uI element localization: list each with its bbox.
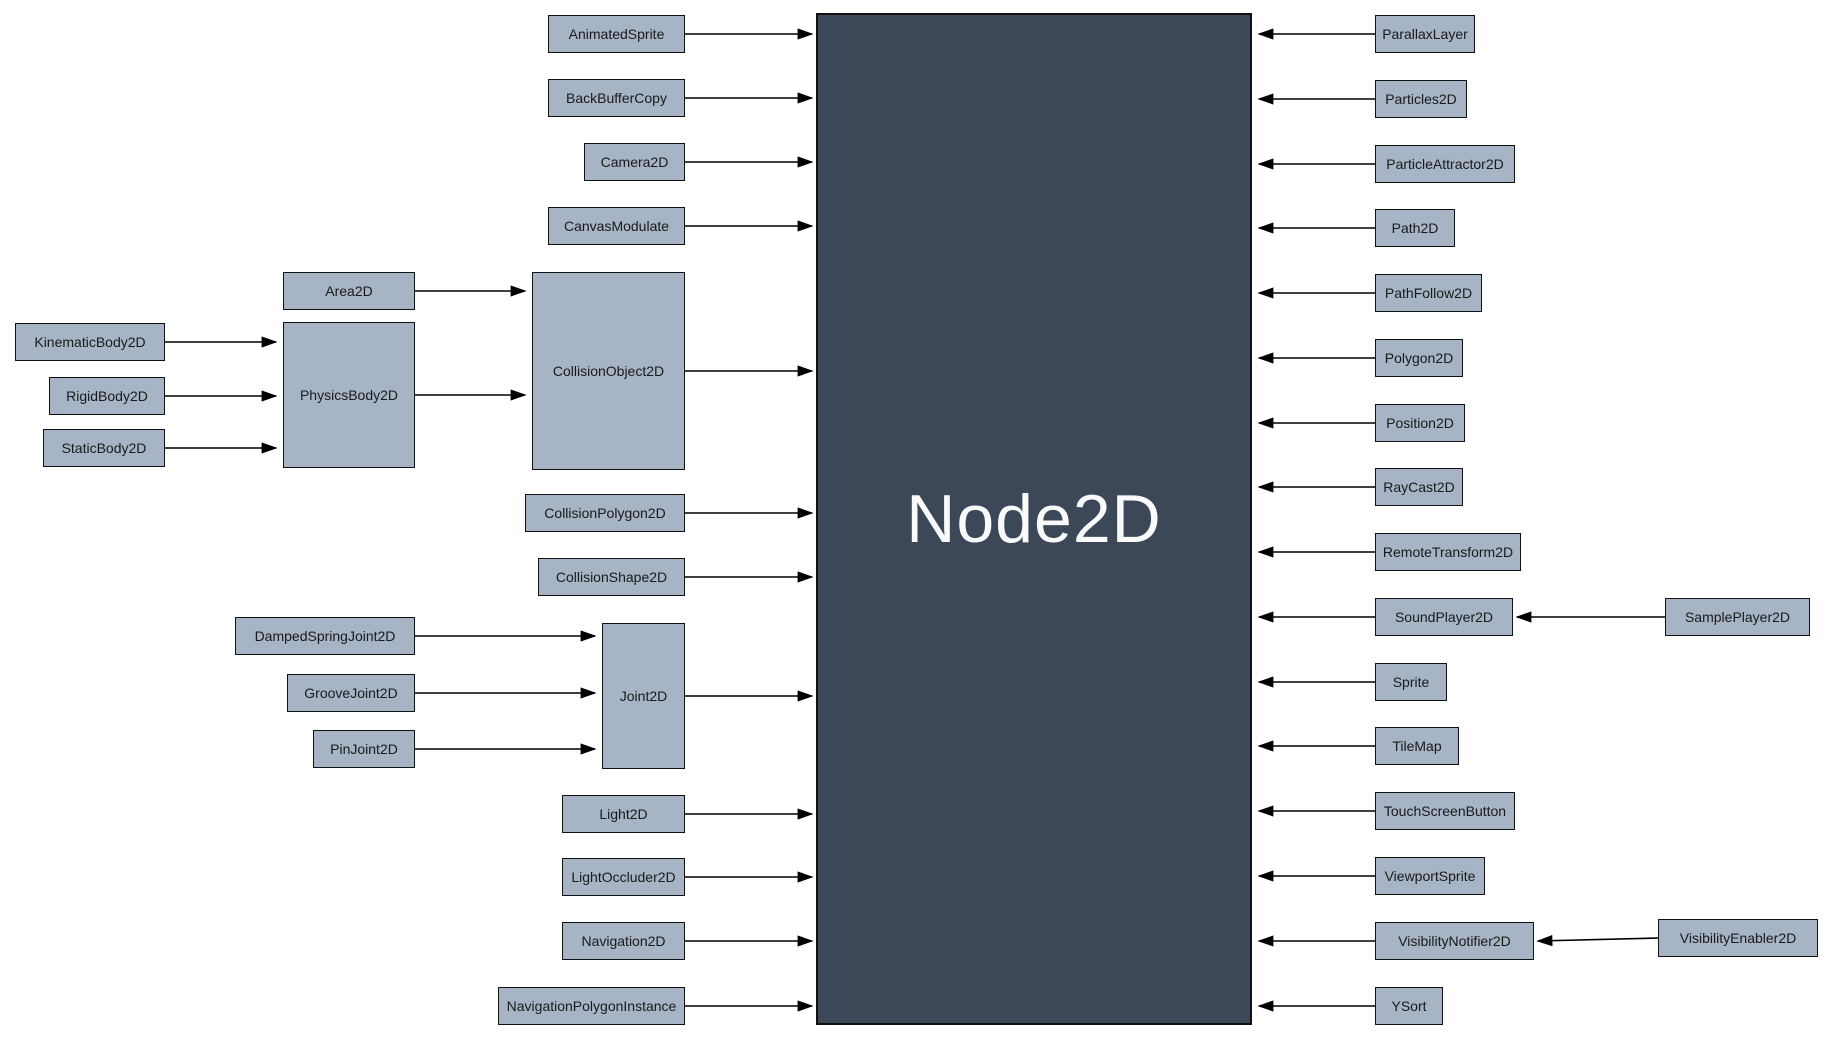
node-sprite[interactable]: Sprite bbox=[1375, 663, 1447, 701]
node-visibilityenabler2d[interactable]: VisibilityEnabler2D bbox=[1658, 919, 1818, 957]
node-navigation2d[interactable]: Navigation2D bbox=[562, 922, 685, 960]
node-node2d: Node2D bbox=[816, 13, 1252, 1025]
node-lightoccluder2d[interactable]: LightOccluder2D bbox=[562, 858, 685, 896]
node-rigidbody2d[interactable]: RigidBody2D bbox=[49, 377, 165, 415]
node-particleattractor2d[interactable]: ParticleAttractor2D bbox=[1375, 145, 1515, 183]
node-canvasmodulate[interactable]: CanvasModulate bbox=[548, 207, 685, 245]
node-raycast2d[interactable]: RayCast2D bbox=[1375, 468, 1463, 506]
node-visibilitynotifier2d[interactable]: VisibilityNotifier2D bbox=[1375, 922, 1534, 960]
node-pinjoint2d[interactable]: PinJoint2D bbox=[313, 730, 415, 768]
node-kinematicbody2d[interactable]: KinematicBody2D bbox=[15, 323, 165, 361]
node-ysort[interactable]: YSort bbox=[1375, 987, 1443, 1025]
node-sampleplayer2d[interactable]: SamplePlayer2D bbox=[1665, 598, 1810, 636]
node-remotetransform2d[interactable]: RemoteTransform2D bbox=[1375, 533, 1521, 571]
node-position2d[interactable]: Position2D bbox=[1375, 404, 1465, 442]
node-soundplayer2d[interactable]: SoundPlayer2D bbox=[1375, 598, 1513, 636]
node-animatedsprite[interactable]: AnimatedSprite bbox=[548, 15, 685, 53]
node-parallaxlayer[interactable]: ParallaxLayer bbox=[1375, 15, 1475, 53]
node-navigationpolygoninstance[interactable]: NavigationPolygonInstance bbox=[498, 987, 685, 1025]
node-light2d[interactable]: Light2D bbox=[562, 795, 685, 833]
node-path2d[interactable]: Path2D bbox=[1375, 209, 1455, 247]
node-pathfollow2d[interactable]: PathFollow2D bbox=[1375, 274, 1482, 312]
node-viewportsprite[interactable]: ViewportSprite bbox=[1375, 857, 1485, 895]
edge-visibilityenabler2d-visibilitynotifier2d bbox=[1536, 935, 1659, 947]
node-area2d[interactable]: Area2D bbox=[283, 272, 415, 310]
node-collisionpolygon2d[interactable]: CollisionPolygon2D bbox=[525, 494, 685, 532]
node2d-title: Node2D bbox=[906, 481, 1162, 557]
node-touchscreenbutton[interactable]: TouchScreenButton bbox=[1375, 792, 1515, 830]
node-collisionobject2d[interactable]: CollisionObject2D bbox=[532, 272, 685, 470]
node-camera2d[interactable]: Camera2D bbox=[584, 143, 685, 181]
node-physicsbody2d[interactable]: PhysicsBody2D bbox=[283, 322, 415, 468]
node-particles2d[interactable]: Particles2D bbox=[1375, 80, 1467, 118]
node-tilemap[interactable]: TileMap bbox=[1375, 727, 1459, 765]
node-joint2d[interactable]: Joint2D bbox=[602, 623, 685, 769]
node-backbuffercopy[interactable]: BackBufferCopy bbox=[548, 79, 685, 117]
node-polygon2d[interactable]: Polygon2D bbox=[1375, 339, 1463, 377]
node-dampedspringjoint2d[interactable]: DampedSpringJoint2D bbox=[235, 617, 415, 655]
node-staticbody2d[interactable]: StaticBody2D bbox=[43, 429, 165, 467]
node-collisionshape2d[interactable]: CollisionShape2D bbox=[538, 558, 685, 596]
node-groovejoint2d[interactable]: GrooveJoint2D bbox=[287, 674, 415, 712]
